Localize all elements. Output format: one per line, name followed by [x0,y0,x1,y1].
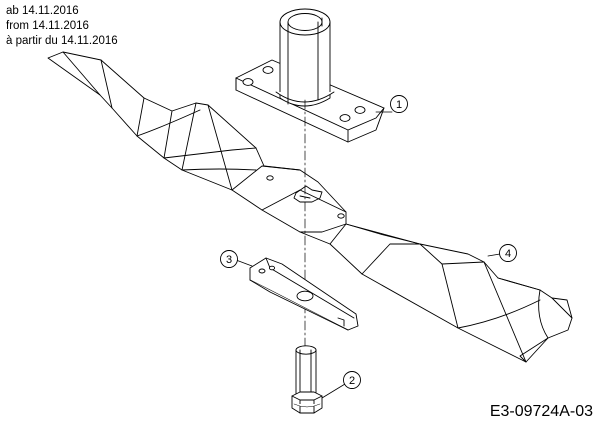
validity-note-german: ab 14.11.2016 [6,5,79,17]
diagram-code: E3-09724A-03 [489,403,593,420]
callout-1: 1 [375,95,408,113]
hex-bolt [291,345,323,414]
blade-support-plate [249,257,359,331]
validity-note-french: à partir du 14.11.2016 [6,35,118,47]
mower-blade [47,51,573,363]
callout-2-number: 2 [349,375,355,387]
validity-note-english: from 14.11.2016 [6,20,89,32]
callout-3-number: 3 [226,254,232,266]
callout-4-number: 4 [505,248,511,260]
callout-4: 4 [487,244,517,262]
blade-adapter [235,8,385,143]
callout-3: 3 [220,250,253,268]
callout-2: 2 [321,371,361,399]
callout-1-number: 1 [396,99,402,111]
validity-note: ab 14.11.2016 from 14.11.2016 à partir d… [6,4,118,49]
